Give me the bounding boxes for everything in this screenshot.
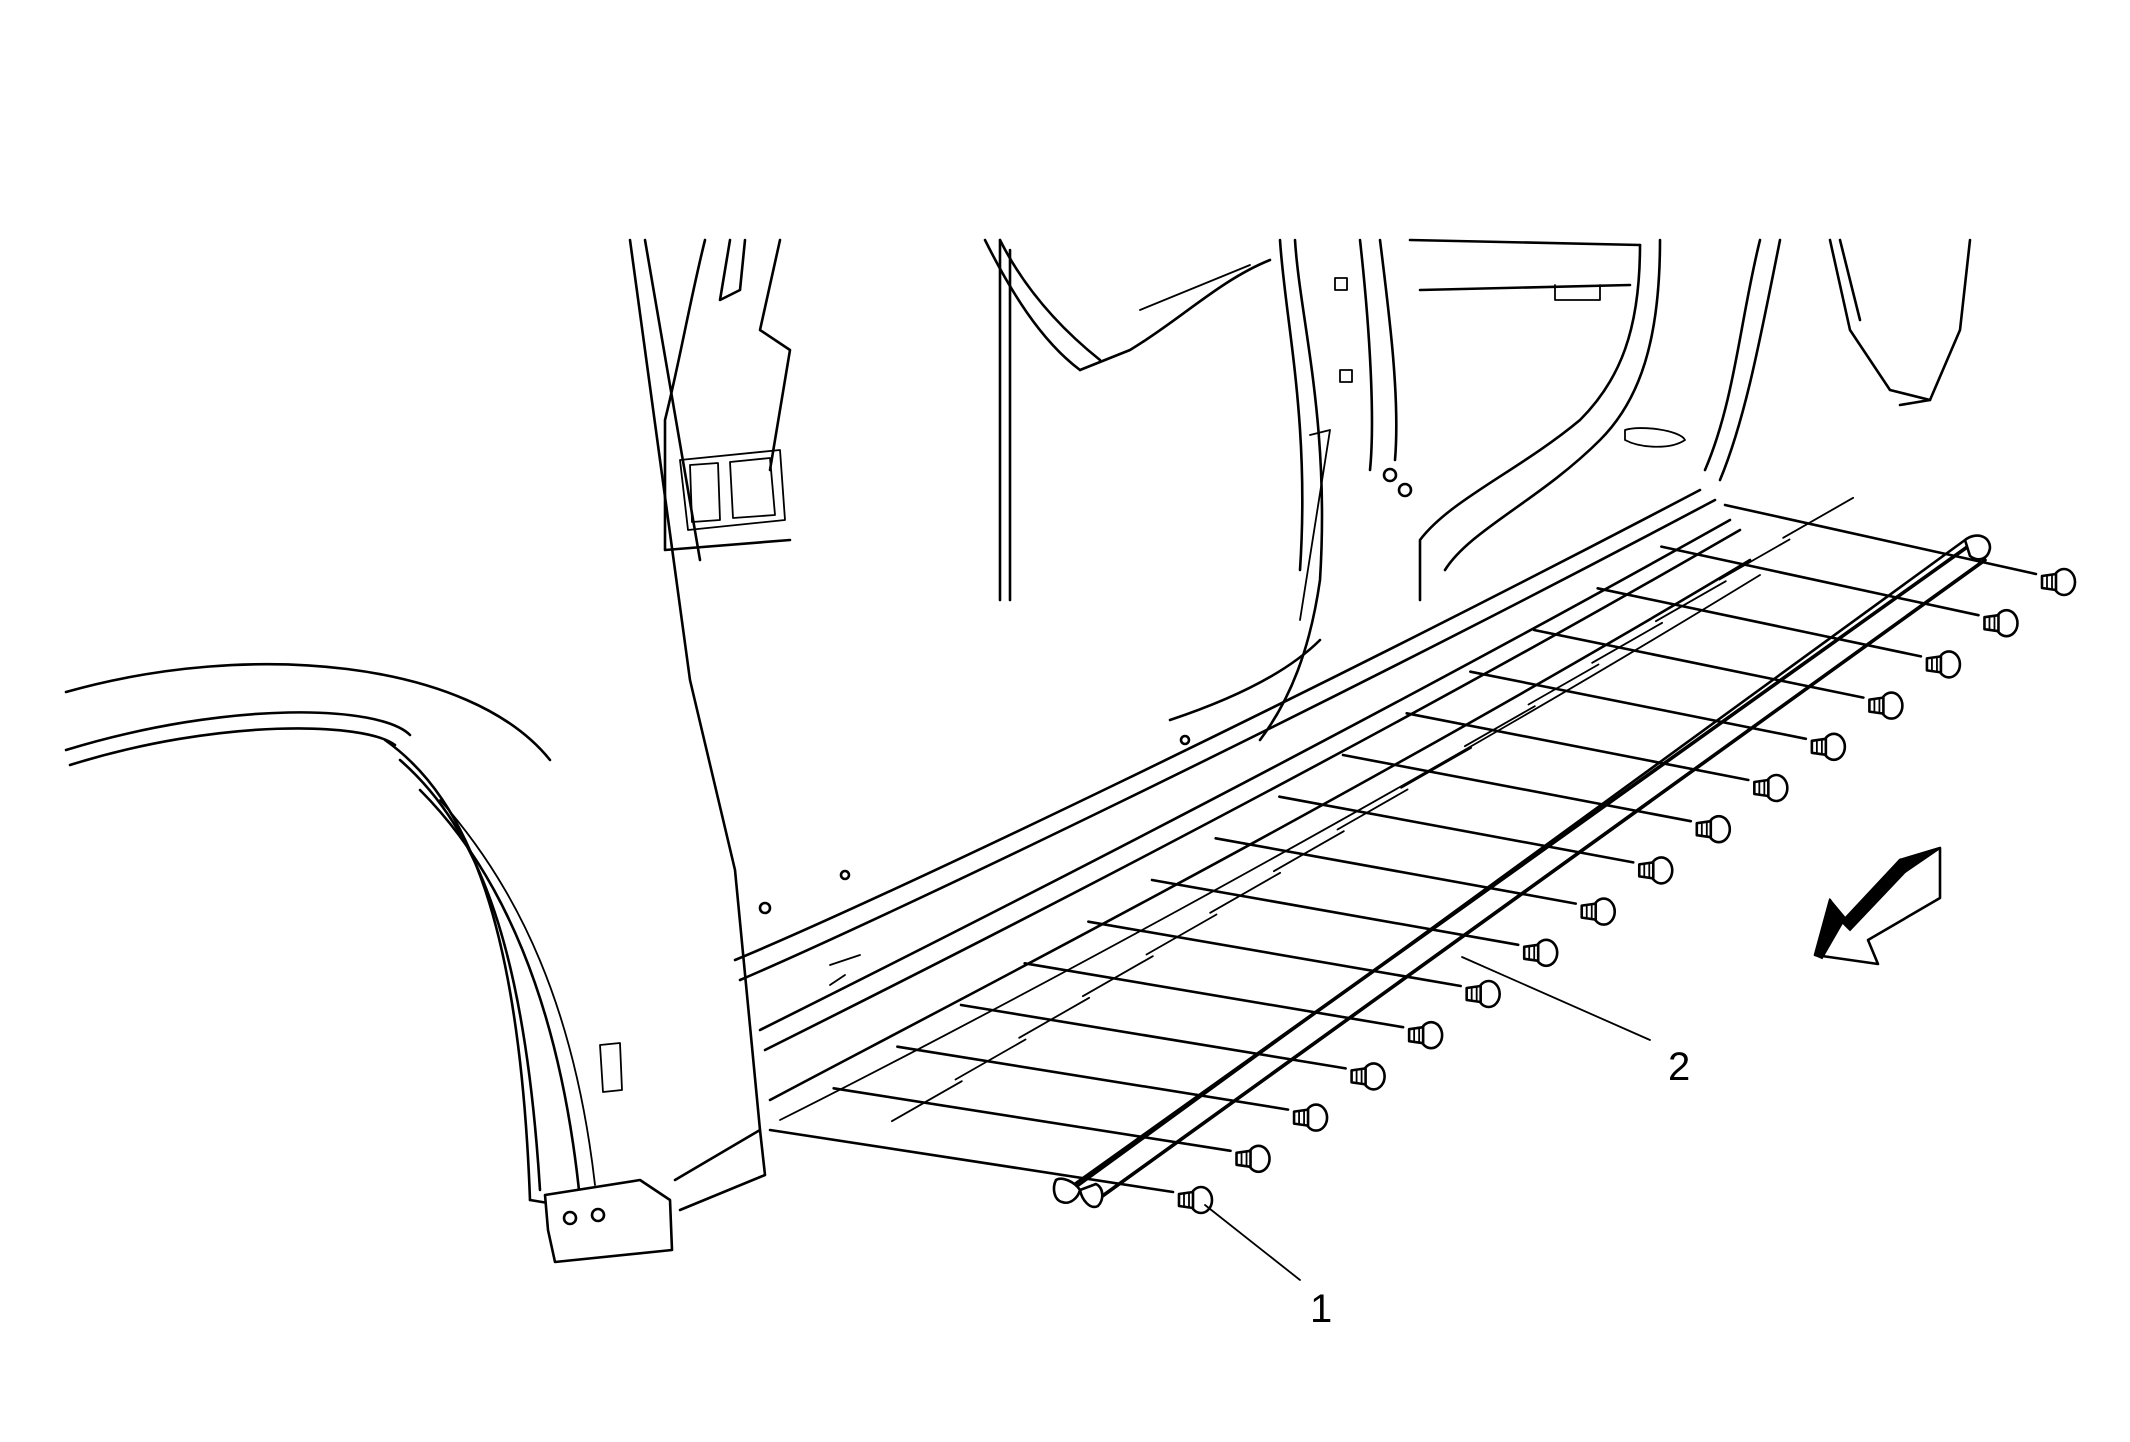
attachment-line	[1405, 712, 1750, 782]
attachment-line	[1023, 962, 1405, 1029]
panel-detail-line	[1272, 830, 1345, 873]
attachment-line	[1150, 878, 1520, 947]
fastener	[1983, 608, 2019, 638]
attachment-line	[832, 1087, 1232, 1153]
fastener	[1925, 650, 1962, 679]
fastener	[1637, 856, 1674, 885]
panel-detail-line	[1654, 580, 1727, 623]
panel-detail-line	[1018, 996, 1091, 1039]
panel-detail-line	[954, 1038, 1027, 1081]
rocker-sill	[678, 488, 1761, 1212]
panel-detail-line	[1209, 871, 1282, 914]
attachment-line	[1469, 670, 1808, 741]
fastener	[2040, 567, 2077, 597]
attachment-line	[1341, 753, 1693, 823]
fastener	[1350, 1062, 1386, 1091]
panel-detail-line	[1400, 746, 1473, 789]
panel-detail-line	[1081, 955, 1154, 998]
attachment-line	[1214, 837, 1578, 905]
callout-1: 1	[1310, 1287, 1332, 1331]
attachment-line	[768, 1128, 1175, 1194]
attachment-line	[1532, 628, 1865, 699]
fastener	[1177, 1185, 1214, 1215]
panel-detail-line	[1527, 663, 1600, 706]
leader-lines	[1204, 956, 1651, 1281]
fasteners	[1177, 567, 2077, 1215]
rocker-panel-molding	[1052, 534, 1992, 1209]
body-side	[628, 238, 1972, 1182]
fastener	[1407, 1020, 1444, 1050]
attachment-line	[1278, 795, 1635, 864]
fastener	[1235, 1144, 1271, 1174]
fastener	[1810, 732, 1847, 762]
fastener	[1868, 691, 1904, 720]
front-of-vehicle-arrow-icon	[1813, 846, 1942, 966]
fastener	[1465, 979, 1501, 1009]
fastener	[1753, 773, 1789, 803]
attachment-line	[1596, 587, 1923, 658]
panel-detail-line	[1145, 913, 1218, 956]
fastener	[1292, 1103, 1329, 1132]
fastener	[1695, 814, 1732, 844]
fastener	[1522, 938, 1559, 968]
panel-detail-line	[1463, 705, 1536, 748]
attachment-line	[1723, 503, 2038, 576]
attachment-lines	[768, 496, 2038, 1194]
fastener	[1580, 897, 1617, 926]
panel-detail-line	[1782, 496, 1855, 539]
attachment-line	[1087, 920, 1462, 988]
panel-detail-line	[1718, 538, 1791, 581]
panel-detail-line	[890, 1080, 963, 1123]
callout-2: 2	[1668, 1045, 1690, 1089]
attachment-line	[959, 1003, 1347, 1070]
panel-detail-line	[1591, 621, 1664, 664]
attachment-line	[1660, 545, 1980, 617]
fender-wheel-arch	[64, 662, 674, 1264]
panel-detail-line	[1336, 788, 1409, 831]
attachment-line	[896, 1045, 1290, 1111]
